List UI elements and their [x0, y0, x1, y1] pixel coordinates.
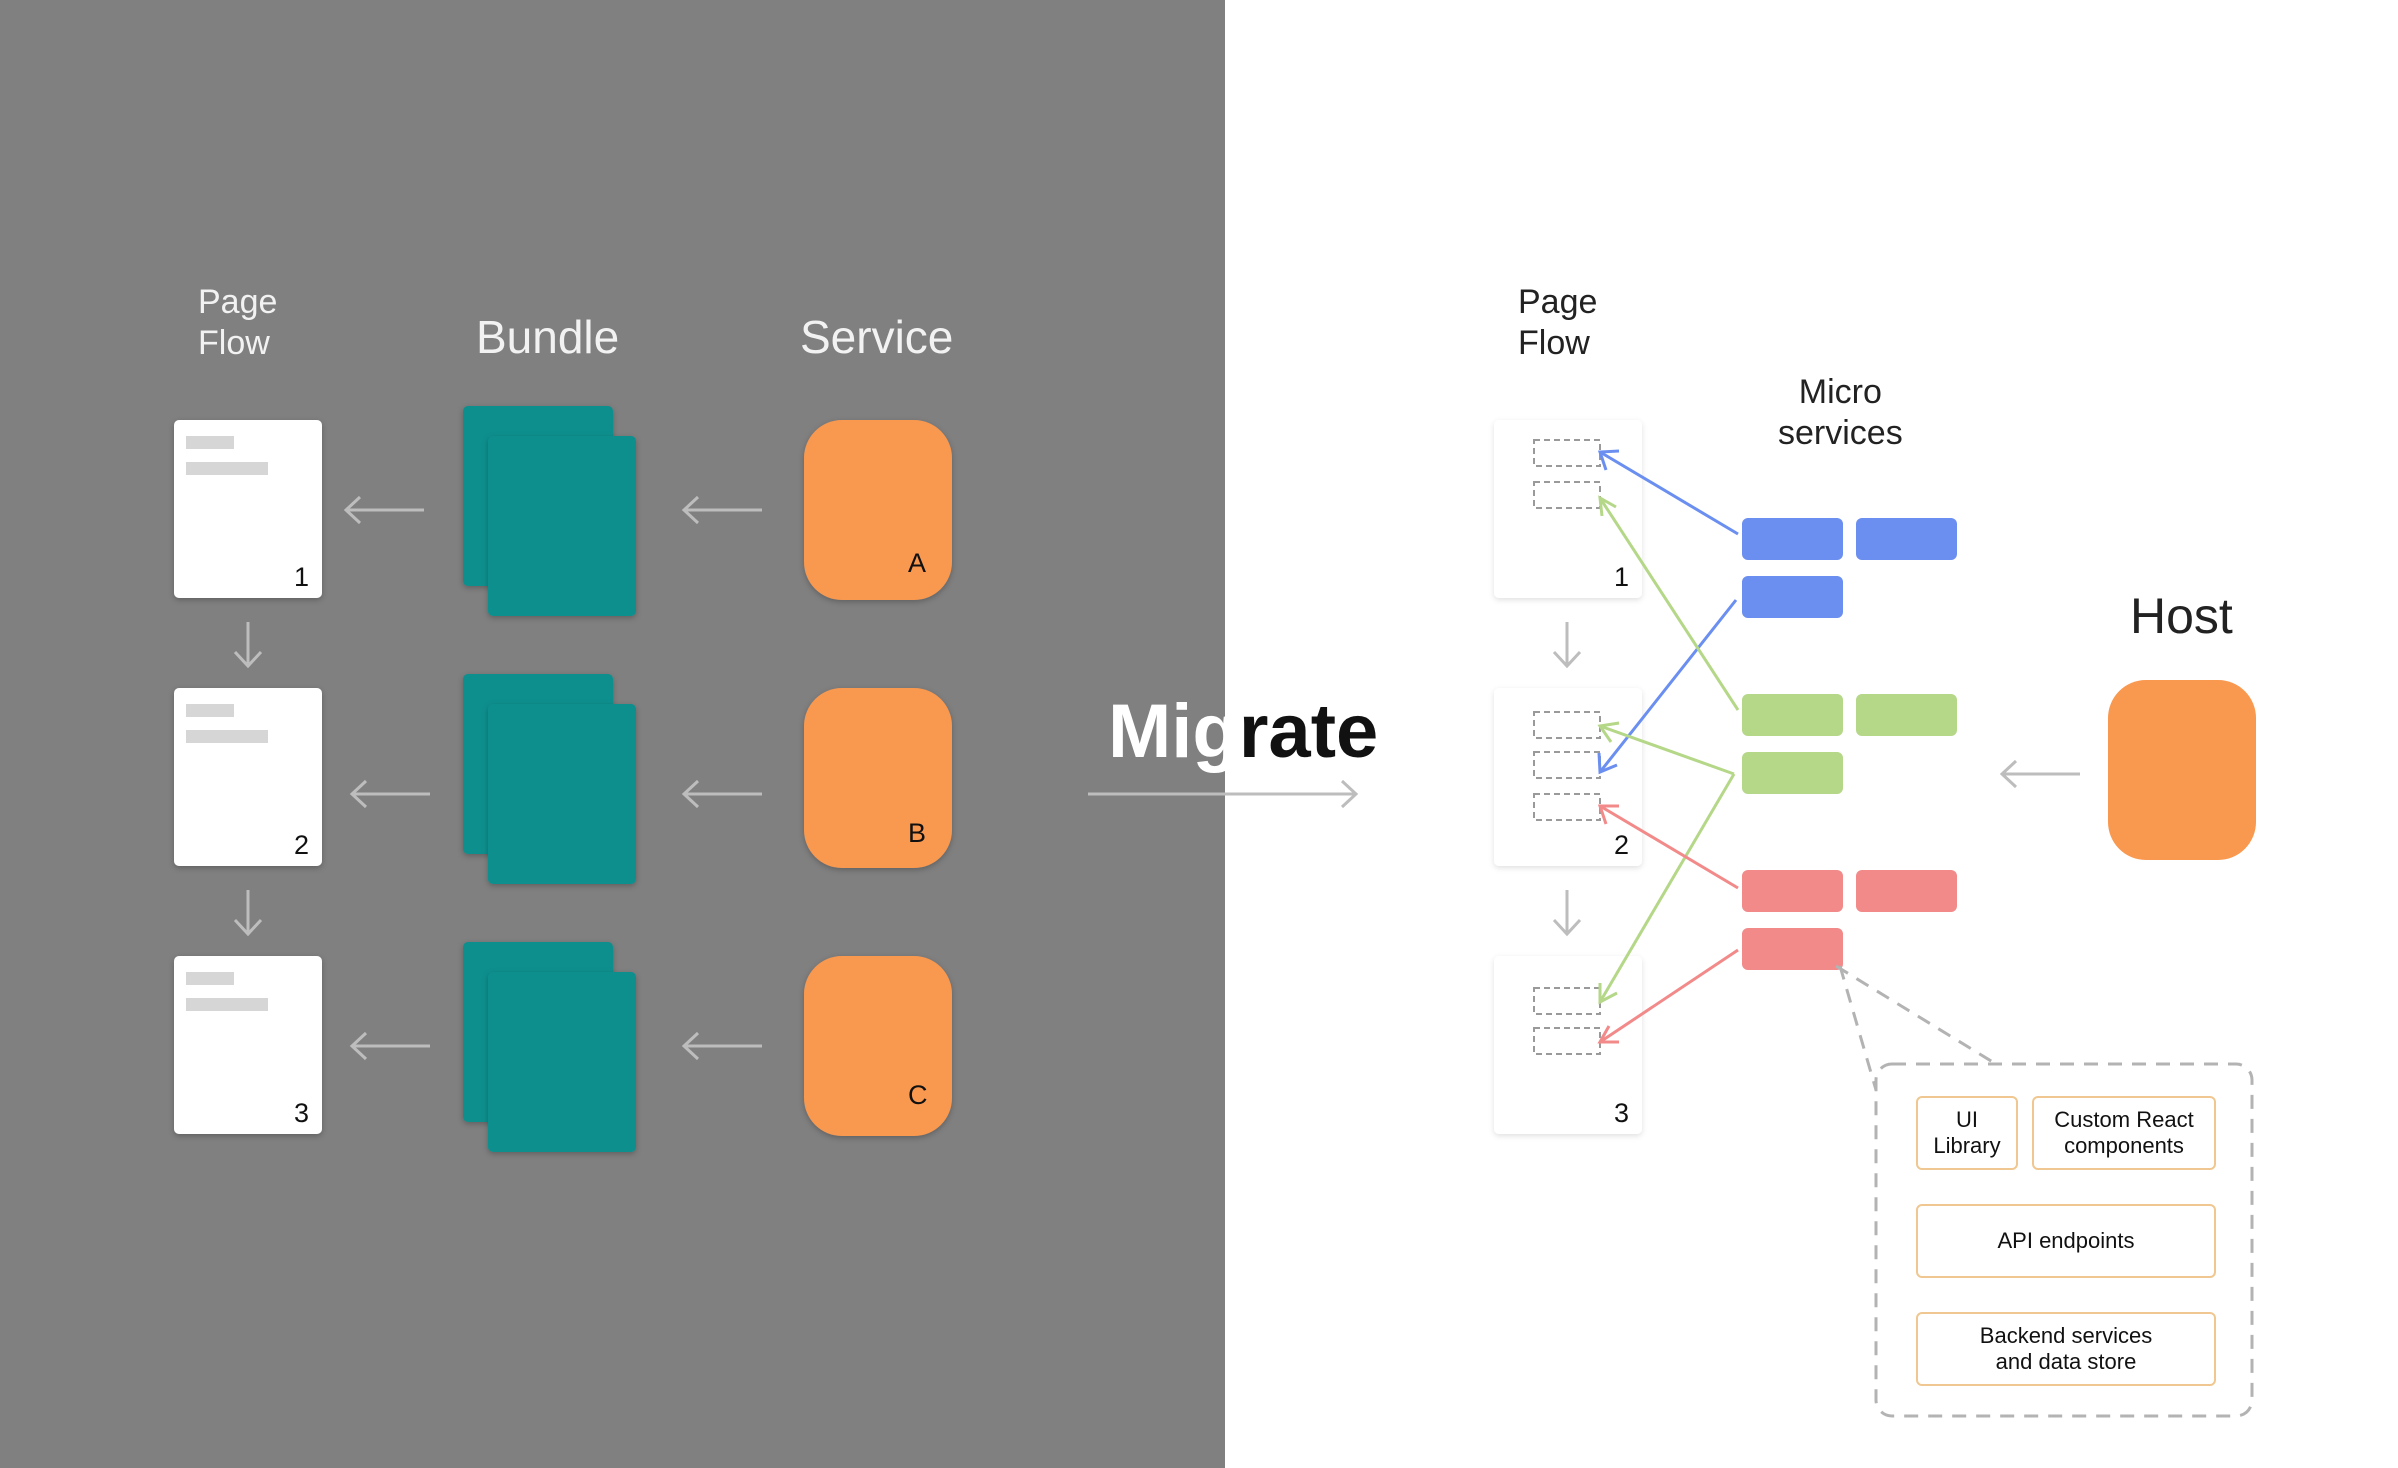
left-service-title: Service [800, 311, 954, 363]
host-arrow [1999, 759, 2080, 789]
custom-components-box: Custom React components [2032, 1096, 2216, 1170]
left-service-letter: C [908, 1080, 928, 1110]
microservices-red [1742, 870, 1957, 970]
right-page-flow-title: Page Flow [1518, 283, 1598, 362]
detail-zoom-lines [1835, 964, 1997, 1091]
host-title: Host [2130, 588, 2233, 644]
right-page-number: 1 [1614, 562, 1630, 592]
left-service-c [804, 956, 952, 1136]
left-page-2 [174, 688, 322, 866]
left-page-1 [174, 420, 322, 598]
left-service-b [804, 688, 952, 868]
left-arrow-bundle-to-page-2 [349, 779, 430, 809]
microservices-green [1742, 694, 1957, 794]
backend-services-box: Backend services and data store [1916, 1312, 2216, 1386]
right-page-down-arrow-2 [1552, 890, 1582, 937]
right-page-number: 2 [1614, 830, 1630, 860]
red-connectors [1597, 804, 1739, 1044]
detail-container [1874, 1062, 2254, 1418]
left-service-a [804, 420, 952, 600]
left-page-flow-title: Page Flow [198, 283, 278, 362]
migrate-label-end: rate [1238, 689, 1379, 774]
right-page-number: 3 [1614, 1098, 1630, 1128]
left-service-letter: B [908, 818, 927, 848]
api-endpoints-box: API endpoints [1916, 1204, 2216, 1278]
migrate-arrow [1088, 779, 1359, 809]
migrate-label-start: Mig [1108, 689, 1239, 774]
left-page-3 [174, 956, 322, 1134]
left-service-letter: A [908, 548, 927, 578]
left-page-number: 3 [294, 1098, 310, 1128]
left-page-number: 2 [294, 830, 310, 860]
left-page-down-arrow-1 [233, 622, 263, 669]
microservices-title: Micro services [1778, 373, 1903, 452]
left-arrow-bundle-to-page-1 [343, 495, 424, 525]
right-page-down-arrow-1 [1552, 622, 1582, 669]
left-bundle-title: Bundle [476, 311, 620, 363]
left-arrow-service-to-bundle-2 [681, 779, 762, 809]
left-arrow-service-to-bundle-3 [681, 1031, 762, 1061]
microservices-blue [1742, 518, 1957, 618]
left-bundle-1 [463, 406, 636, 616]
left-page-down-arrow-2 [233, 890, 263, 937]
migrate-label: Migrate [1108, 694, 1378, 770]
left-arrow-bundle-to-page-3 [349, 1031, 430, 1061]
left-bundle-2 [463, 674, 636, 884]
left-bundle-3 [463, 942, 636, 1152]
left-arrow-service-to-bundle-1 [681, 495, 762, 525]
host-block [2108, 680, 2256, 860]
left-page-number: 1 [294, 562, 310, 592]
blue-connectors [1597, 449, 1739, 775]
green-connectors [1597, 495, 1740, 1005]
ui-library-box: UI Library [1916, 1096, 2018, 1170]
